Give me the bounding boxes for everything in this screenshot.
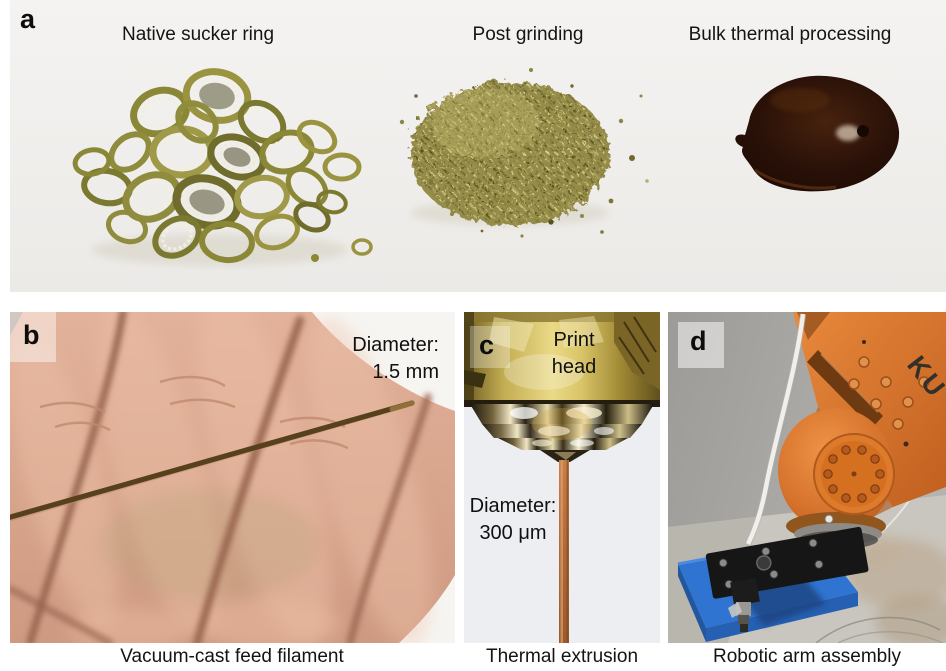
- panel-a: [10, 0, 946, 292]
- finger-highlights: [11, 312, 432, 643]
- panel-a-label: a: [20, 4, 36, 34]
- floor-wires: [815, 616, 944, 643]
- caption-vacuum-cast-feed-filament: Vacuum-cast feed filament: [120, 646, 344, 667]
- material-processing-photo: [10, 0, 946, 292]
- panel-c: c Print head Diameter: 300 μm: [464, 312, 660, 643]
- caption-thermal-extrusion: Thermal extrusion: [485, 646, 639, 667]
- panel-c-label: c: [479, 330, 495, 360]
- filament-guide-tube: [745, 313, 807, 546]
- panel-d-label-box: [678, 322, 724, 368]
- wrist-flange: [813, 433, 895, 515]
- print-head-body: [464, 312, 660, 404]
- print-head-line1: Print: [553, 329, 595, 351]
- diameter-value-b: 1.5 mm: [372, 361, 439, 383]
- panel-d: KU d: [668, 312, 946, 643]
- stage-title-bulk-thermal-processing: Bulk thermal processing: [688, 24, 892, 45]
- print-head-nozzle: [464, 400, 660, 462]
- stage-title-native-sucker-ring: Native sucker ring: [121, 24, 275, 45]
- diameter-label-c: Diameter:: [469, 495, 557, 517]
- panel-d-label: d: [690, 326, 707, 356]
- sucker-ring-pile: [72, 68, 373, 266]
- panel-b: b Diameter: 1.5 mm: [10, 312, 455, 643]
- powder-specks: [399, 68, 649, 238]
- finger-gaps: [10, 312, 432, 643]
- feed-filament: [10, 400, 415, 522]
- diameter-annotation-b: Diameter: 1.5 mm: [352, 332, 439, 386]
- diameter-label-b: Diameter:: [352, 334, 439, 356]
- diameter-annotation-c: Diameter: 300 μm: [466, 493, 560, 547]
- stage-title-post-grinding: Post grinding: [472, 24, 584, 45]
- print-head-annotation: Print head: [528, 327, 620, 381]
- panel-b-label-box: [10, 312, 56, 362]
- panel-c-label-box: [470, 326, 510, 368]
- melt-blob: [735, 75, 900, 192]
- powder-pile: [399, 68, 649, 238]
- extruded-filament: [559, 460, 569, 643]
- hand-filament-photo: [10, 312, 455, 643]
- caption-robotic-arm-assembly: Robotic arm assembly: [713, 646, 901, 667]
- end-effector: [728, 577, 760, 632]
- print-head-line2: head: [551, 356, 597, 378]
- panel-b-label: b: [23, 320, 40, 350]
- diameter-value-c: 300 μm: [479, 522, 547, 544]
- print-head-photo: [464, 312, 660, 643]
- arm-studs: [848, 356, 930, 430]
